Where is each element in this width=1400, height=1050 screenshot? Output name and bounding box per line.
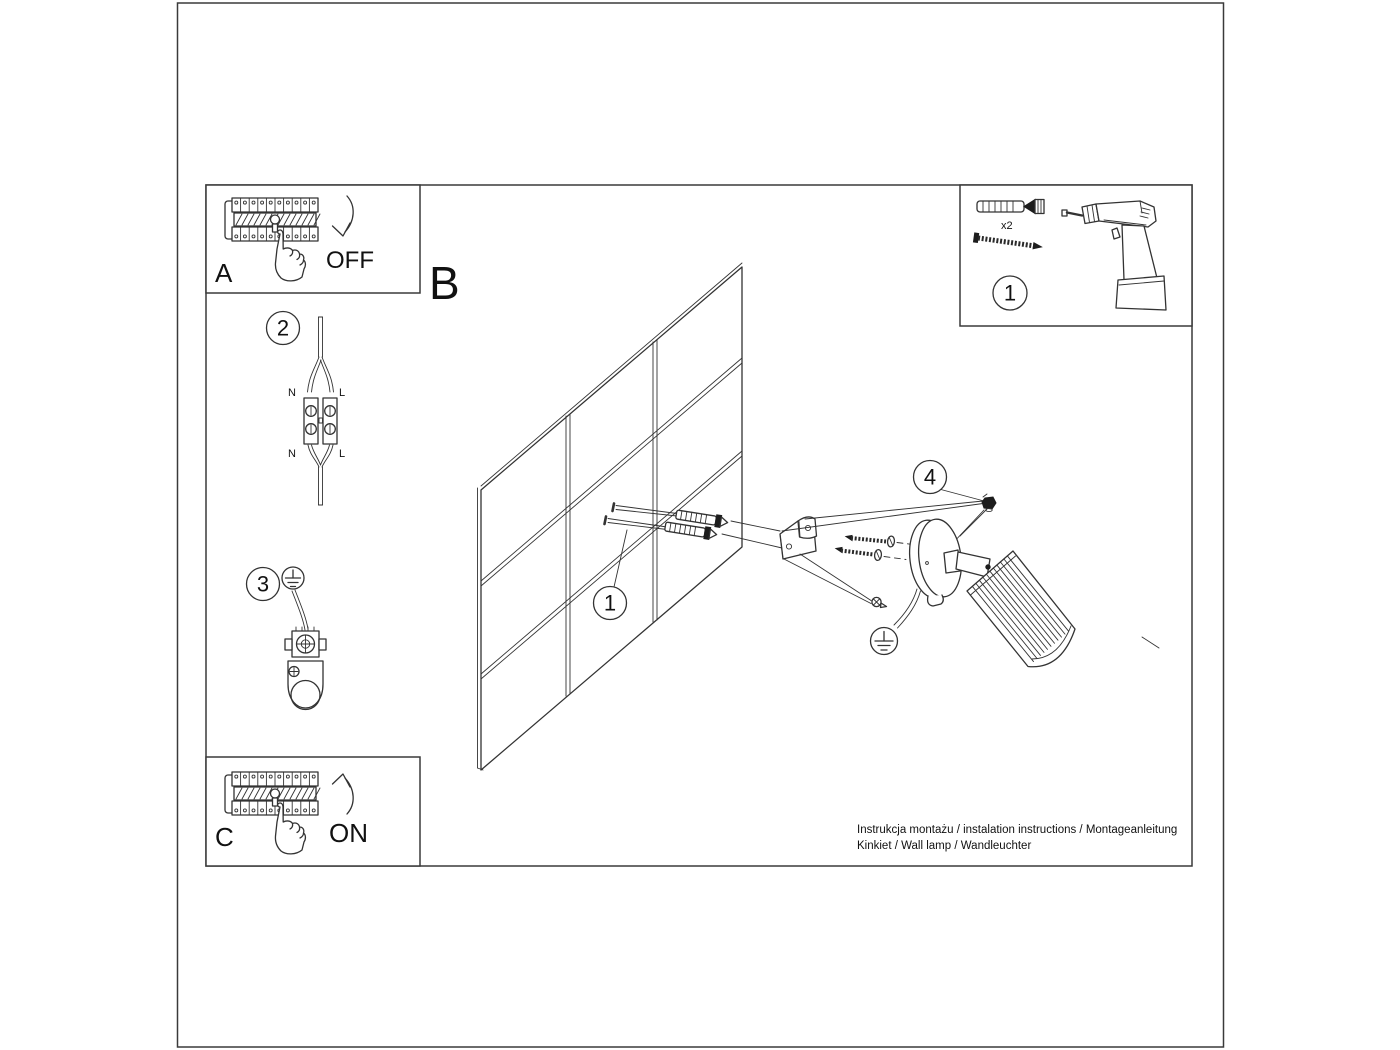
terminal-l-bottom: L xyxy=(339,448,345,460)
lamp-canopy xyxy=(908,518,963,607)
terminal-l-top: L xyxy=(339,387,345,399)
step-3-grounding: 3 xyxy=(245,566,327,711)
lamp-mount-body xyxy=(287,660,324,711)
lamp-shade xyxy=(966,550,1076,668)
footer-line2: Kinkiet / Wall lamp / Wandleuchter xyxy=(857,840,1031,852)
box-c-label: C xyxy=(215,822,234,852)
canopy-foot xyxy=(926,594,944,607)
mounting-screws xyxy=(834,534,918,562)
terminal-n-bottom: N xyxy=(288,448,296,460)
step-box-a: OFF A xyxy=(205,184,421,294)
wall-plug-icon xyxy=(976,198,1045,215)
earth-symbol-icon xyxy=(281,566,305,590)
wall-plug xyxy=(675,509,729,528)
page-border xyxy=(176,2,1225,1048)
section-b-label: B xyxy=(429,257,460,309)
breaker-panel-icon xyxy=(224,771,321,816)
box-a-label: A xyxy=(215,258,233,288)
callout-1-wall: 1 xyxy=(592,529,628,621)
screw-icon xyxy=(972,232,1043,250)
state-on-label: ON xyxy=(329,818,368,848)
callout-2-number: 2 xyxy=(277,316,289,341)
lock-screw-icon xyxy=(981,493,997,513)
state-off-label: OFF xyxy=(326,247,374,274)
callout-3-number: 3 xyxy=(257,572,269,597)
step-2-wiring: 2 N L N L xyxy=(265,310,345,506)
terminal-screws xyxy=(305,405,336,435)
wall-plug xyxy=(664,521,718,540)
quantity-label: x2 xyxy=(1001,220,1013,232)
mounting-bracket xyxy=(779,516,818,560)
drill-icon xyxy=(1061,200,1167,311)
callout-4: 4 xyxy=(781,459,997,546)
ground-connection xyxy=(783,553,921,656)
wall-fixings xyxy=(603,502,783,549)
footer: Instrukcja montażu / instalation instruc… xyxy=(857,824,1177,852)
step-box-c: ON C xyxy=(205,756,421,867)
shade-ribs xyxy=(972,555,1069,662)
earth-symbol-icon xyxy=(869,626,899,656)
footer-line1: Instrukcja montażu / instalation instruc… xyxy=(857,824,1177,836)
callout-1-tools-number: 1 xyxy=(1004,281,1016,306)
ground-clamp xyxy=(284,626,327,658)
callout-1-wall-number: 1 xyxy=(604,591,616,616)
lamp-arm xyxy=(943,549,991,578)
terminal-n-top: N xyxy=(288,387,296,399)
diagram-frame xyxy=(205,184,1193,867)
tiled-wall xyxy=(477,262,743,771)
callout-4-number: 4 xyxy=(924,465,936,490)
breaker-panel-icon xyxy=(224,197,321,242)
tools-box: x2 1 xyxy=(959,184,1193,327)
ground-screw-icon xyxy=(871,596,888,609)
tick-mark xyxy=(1141,636,1160,649)
